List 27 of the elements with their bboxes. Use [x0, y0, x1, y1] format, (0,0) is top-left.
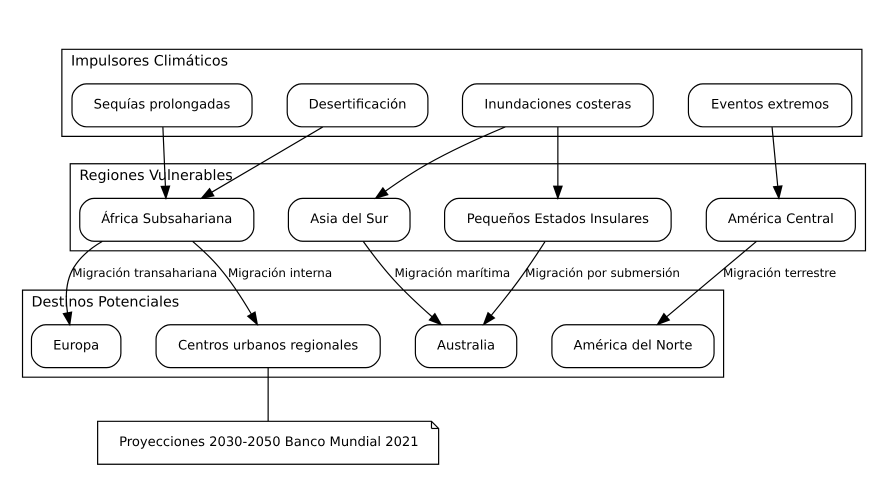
edge-label: Migración transahariana — [72, 266, 218, 280]
node-box: América Central — [706, 197, 856, 242]
edge-label: Migración marítima — [394, 266, 510, 280]
arrow — [200, 126, 324, 199]
arrow — [362, 240, 443, 326]
node-box: Sequías prolongadas — [71, 82, 253, 127]
connector — [268, 367, 269, 421]
node-box: Asia del Sur — [288, 197, 411, 242]
node-box: Inundaciones costeras — [462, 82, 654, 127]
arrow — [192, 240, 258, 326]
node-box: Eventos extremos — [688, 82, 852, 127]
node-box: Centros urbanos regionales — [155, 324, 381, 368]
node-box: Europa — [30, 324, 122, 368]
node-box: África Subsahariana — [79, 197, 254, 242]
arrow — [374, 126, 506, 199]
edge-label: Migración interna — [228, 266, 332, 280]
node-box: Desertificación — [286, 82, 428, 127]
arrow — [552, 126, 563, 200]
node-box: Australia — [414, 324, 518, 368]
edge-label: Migración terrestre — [723, 266, 836, 280]
arrow — [160, 126, 170, 200]
arrow — [771, 126, 783, 200]
node-box: Pequeños Estados Insulares — [444, 197, 672, 242]
arrow — [482, 240, 546, 326]
node-box: América del Norte — [551, 324, 715, 368]
arrow — [656, 240, 757, 326]
edge-label: Migración por submersión — [525, 266, 680, 280]
